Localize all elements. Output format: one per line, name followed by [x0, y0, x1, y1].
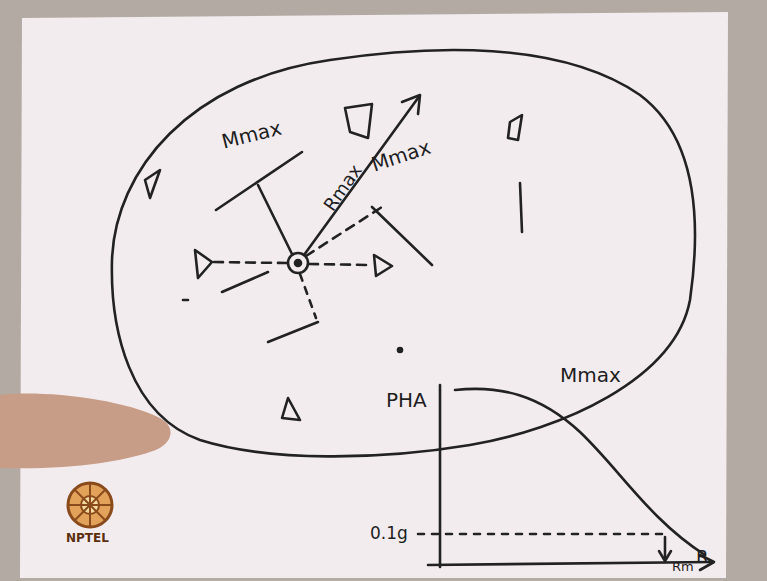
area-source — [145, 170, 160, 198]
fault-line — [372, 207, 432, 265]
x-axis — [428, 562, 712, 565]
axis-label: Rm — [672, 560, 694, 573]
fault-line — [216, 152, 302, 210]
y-axis — [439, 385, 442, 567]
area-source — [374, 255, 392, 276]
hand — [0, 394, 171, 469]
area-source — [508, 115, 522, 140]
fault-line — [222, 272, 268, 292]
area-source — [345, 104, 372, 138]
arrow-head — [402, 95, 420, 114]
threshold-line — [418, 533, 665, 536]
nptel-logo — [68, 483, 112, 527]
distance-line — [300, 274, 316, 318]
point-source — [398, 348, 402, 352]
distance-line — [210, 262, 287, 263]
fault-line — [268, 322, 318, 342]
magnitude-label: Mmax — [220, 118, 284, 152]
area-source — [282, 398, 300, 420]
distance-line — [306, 205, 385, 256]
axis-label: R — [696, 548, 709, 566]
magnitude-label: Mmax — [369, 137, 433, 175]
threshold-label: 0.1g — [370, 525, 408, 542]
region-boundary — [112, 50, 695, 456]
arrow-head — [659, 551, 671, 561]
site-dot — [295, 260, 301, 266]
paper-sheet — [20, 12, 728, 578]
area-source — [195, 250, 212, 278]
fault-line — [520, 183, 522, 232]
distance-label: Rmax — [321, 161, 365, 214]
mark — [183, 299, 188, 302]
axis-label: PHA — [386, 390, 427, 410]
distance-line — [258, 185, 292, 254]
attenuation-curve — [455, 389, 705, 555]
curve-label: Mmax — [560, 365, 621, 385]
rmax-marker — [664, 537, 667, 559]
rmax-arrow — [304, 98, 418, 255]
distance-line — [309, 264, 370, 265]
logo-text: NPTEL — [66, 532, 109, 544]
